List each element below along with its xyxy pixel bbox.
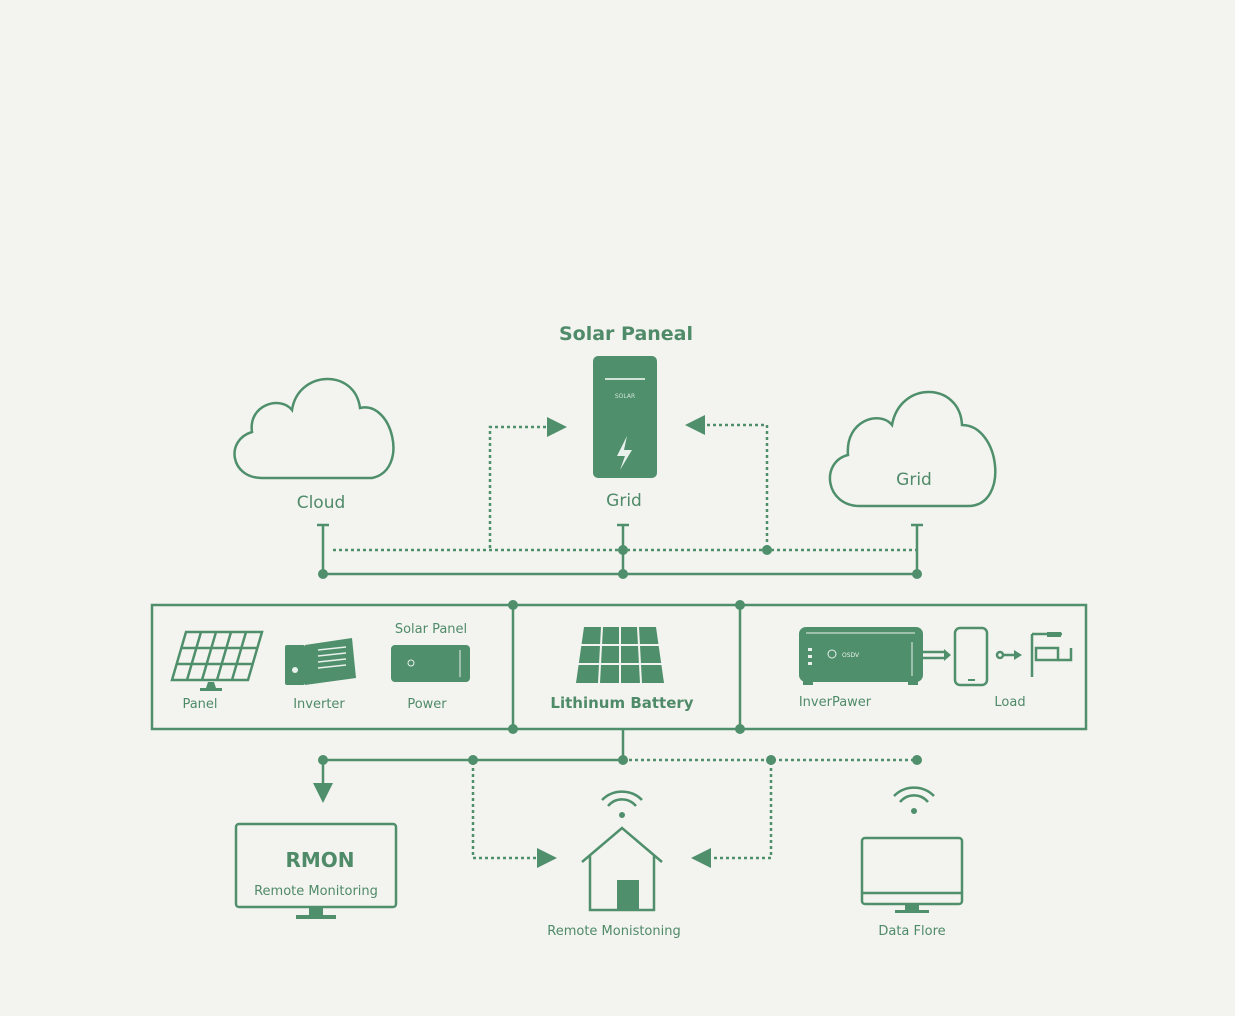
cloud-label: Cloud (297, 493, 346, 513)
load-outlet-icon (1030, 632, 1073, 677)
desktop-monitor-icon (860, 836, 964, 913)
rmon-title: RMON (285, 848, 354, 872)
battery-panel-icon (576, 626, 664, 684)
inverpower-label: InverPawer (799, 695, 872, 710)
inverpower-unit-icon (799, 627, 923, 685)
solar-device-icon (593, 356, 657, 478)
solar-panel-label: Solar Panel (395, 622, 467, 637)
solar-device-label: Grid (606, 491, 642, 511)
wifi-icon (601, 790, 643, 818)
components-box (150, 603, 1088, 731)
power-label: Power (407, 697, 447, 712)
monitor-label: Data Flore (878, 924, 945, 939)
rmon-subtitle: Remote Monitoring (254, 884, 378, 899)
rmon-monitor-icon (234, 822, 398, 919)
solar-panel-icon (170, 630, 264, 691)
load-label: Load (994, 695, 1025, 710)
diagram-title: Solar Paneal (559, 323, 693, 345)
plug-arrow-icon (995, 650, 1022, 660)
phone-icon (953, 626, 989, 687)
cloud-icon (233, 377, 395, 480)
top-bus-connectors (317, 415, 923, 579)
inverpower-badge: OSDV (842, 652, 860, 659)
inverter-icon (285, 638, 356, 685)
bottom-bus-connectors (313, 729, 922, 868)
grid-cloud-icon (828, 390, 997, 508)
panel-label: Panel (182, 697, 217, 712)
house-label: Remote Monistoning (547, 924, 680, 939)
solar-device-badge: SOLAR (615, 393, 635, 400)
battery-label: Lithinum Battery (550, 694, 693, 712)
grid-cloud-label: Grid (896, 470, 932, 490)
power-unit-icon (391, 645, 470, 682)
wifi-icon (893, 786, 935, 814)
house-icon (581, 826, 663, 912)
inverter-label: Inverter (293, 697, 345, 712)
